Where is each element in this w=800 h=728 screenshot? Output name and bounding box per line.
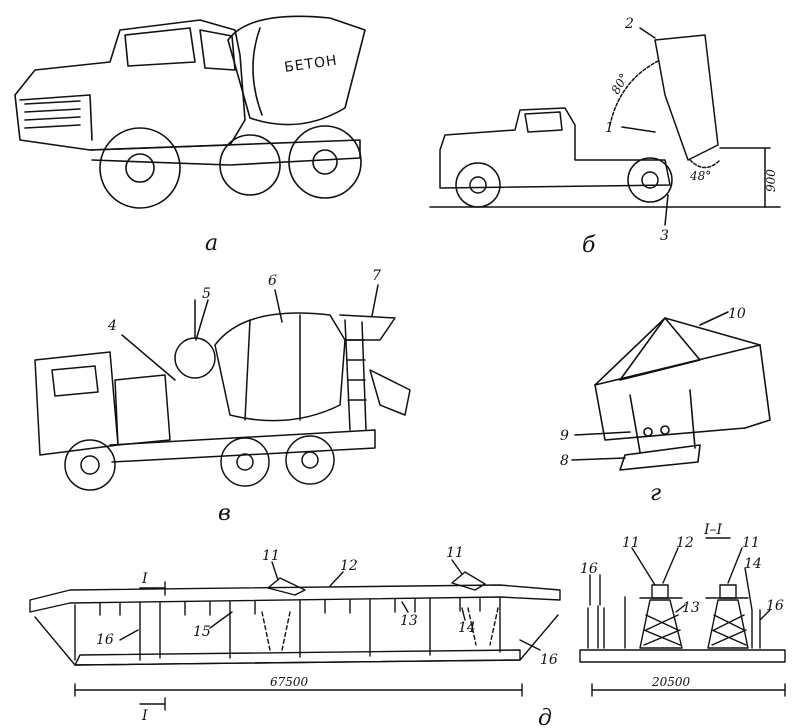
callout-14-left: 14: [458, 620, 476, 636]
callout-11-sec-right: 11: [742, 535, 760, 551]
caption-b: б: [582, 233, 596, 258]
callout-7: 7: [372, 268, 381, 284]
callout-16-sec-right: 16: [766, 598, 784, 614]
dimension-20500: 20500: [651, 675, 691, 689]
callout-4: 4: [107, 318, 117, 334]
caption-d: д: [538, 706, 552, 728]
callout-8: 8: [560, 453, 569, 469]
callout-16-mid: 16: [540, 652, 558, 668]
caption-v: в: [218, 501, 231, 526]
panel-a-drum-truck: [14, 15, 366, 209]
section-mark-bottom: I: [141, 708, 148, 724]
dimension-67500: 67500: [270, 675, 309, 689]
panel-v-truck-mixer: [34, 284, 411, 491]
section-title: I–I: [703, 522, 723, 538]
angle-80: 80°: [608, 71, 631, 96]
callout-5: 5: [202, 286, 211, 302]
panel-d-section: [579, 537, 786, 697]
dimension-900: 900: [764, 169, 778, 192]
section-mark-top: I: [141, 571, 148, 587]
callout-12-sec: 12: [676, 535, 694, 551]
callout-11-left: 11: [262, 548, 280, 564]
panel-d-gantry-elevation: [29, 559, 561, 711]
callout-13-sec: 13: [682, 600, 700, 616]
callout-13-left: 13: [400, 613, 418, 629]
caption-a: а: [205, 231, 218, 256]
callout-1: 1: [605, 120, 614, 136]
callout-6: 6: [268, 273, 277, 289]
callout-11-sec-left: 11: [622, 535, 640, 551]
callout-14-sec: 14: [744, 556, 762, 572]
callout-16-sec-left: 16: [580, 561, 598, 577]
panel-b-dump-truck: [429, 27, 781, 226]
callout-2: 2: [624, 16, 634, 32]
callout-10: 10: [728, 306, 746, 322]
angle-48: 48°: [689, 169, 711, 183]
panel-g-bucket: [571, 311, 771, 471]
drum-label: БЕТОН: [283, 53, 338, 76]
callout-16-left: 16: [96, 632, 114, 648]
callout-15: 15: [193, 624, 211, 640]
callout-11-right: 11: [446, 545, 464, 561]
caption-g: г: [650, 481, 661, 506]
callout-3: 3: [660, 228, 669, 244]
callout-12-left: 12: [340, 558, 358, 574]
callout-9: 9: [560, 428, 569, 444]
